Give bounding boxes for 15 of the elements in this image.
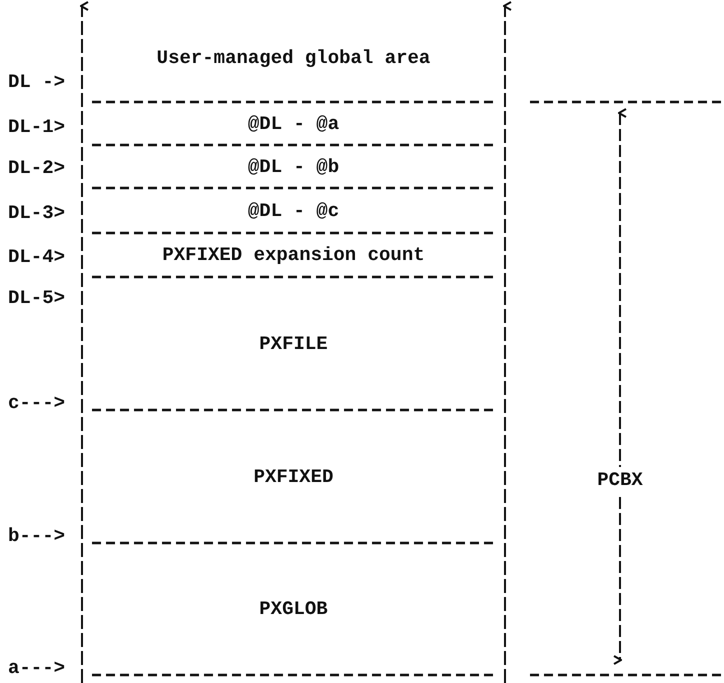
- region-label: User-managed global area: [156, 47, 430, 69]
- address-pointer-label: c--->: [8, 392, 66, 414]
- dimension-label: PCBX: [597, 467, 643, 493]
- region-label: @DL - @b: [248, 156, 340, 178]
- region-label: PXFIXED expansion count: [162, 244, 425, 266]
- address-pointer-label: DL ->: [8, 71, 66, 93]
- address-pointer-label: DL-3>: [8, 202, 66, 224]
- address-pointer-label: DL-2>: [8, 157, 66, 179]
- address-pointer-label: DL-1>: [8, 116, 66, 138]
- region-label: @DL - @c: [248, 200, 340, 222]
- region-label: @DL - @a: [248, 112, 340, 134]
- address-pointer-label: b--->: [8, 525, 66, 547]
- address-pointer-label: a--->: [8, 657, 66, 679]
- address-pointer-label: DL-4>: [8, 246, 66, 268]
- address-pointer-label: DL-5>: [8, 287, 66, 309]
